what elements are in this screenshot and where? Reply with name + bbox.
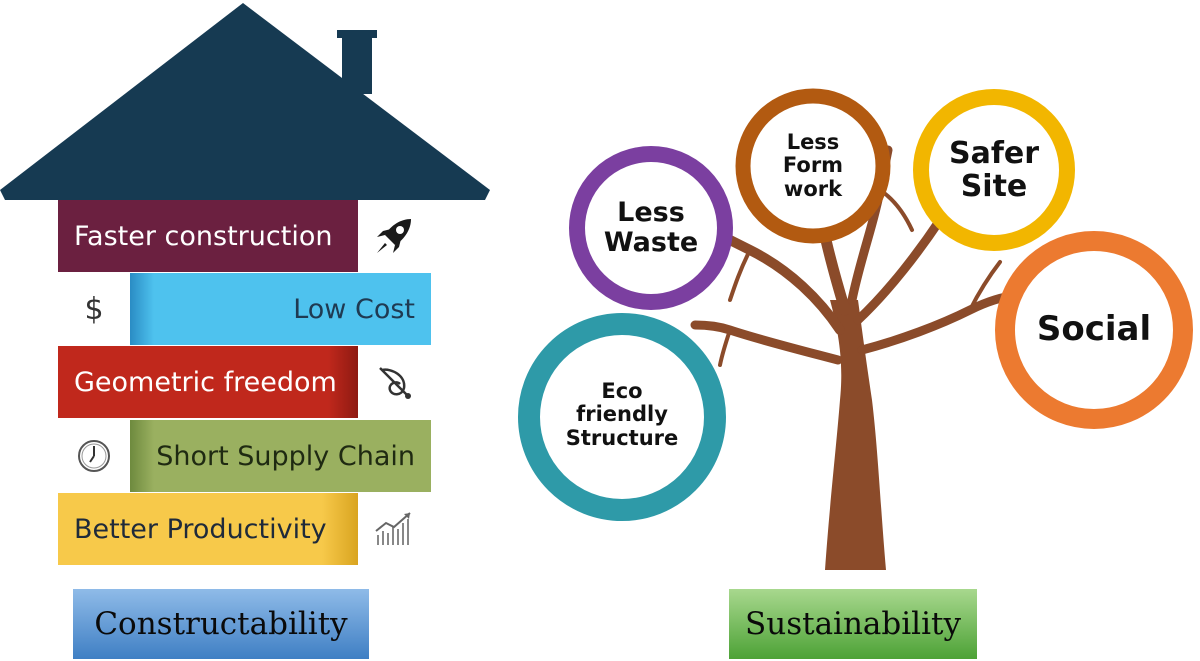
- rocket-icon: [358, 200, 430, 272]
- band-label: Short Supply Chain: [156, 440, 415, 472]
- band-label: Better Productivity: [74, 513, 327, 545]
- circle-social: [995, 231, 1193, 429]
- circle-safer-site: [913, 89, 1075, 251]
- caption-sustainability: Sustainability: [729, 589, 977, 659]
- caption-label: Sustainability: [745, 606, 961, 642]
- circle-label: Less Waste: [603, 197, 699, 258]
- band-label: Faster construction: [74, 220, 333, 252]
- circle-label: Eco friendly Structure: [565, 379, 679, 450]
- circle-label: Social: [1036, 309, 1152, 350]
- band-faster-construction: Faster construction: [58, 200, 358, 272]
- dollar-symbol: $: [84, 291, 104, 327]
- band-label: Low Cost: [293, 293, 415, 325]
- band-better-productivity: Better Productivity: [58, 493, 358, 565]
- dollar-icon: $: [58, 273, 130, 345]
- clock-icon: [58, 420, 130, 492]
- circle-less-waste: [569, 146, 733, 310]
- bar-chart-icon: [358, 493, 430, 565]
- caption-constructability: Constructability: [73, 589, 369, 659]
- caption-label: Constructability: [94, 606, 348, 642]
- curve-tool-icon: [358, 346, 430, 418]
- band-low-cost: Low Cost: [130, 273, 431, 345]
- circle-label: Less Form work: [782, 130, 844, 201]
- circle-less-form-work: [735, 88, 891, 244]
- circle-label: Safer Site: [948, 136, 1040, 204]
- circle-eco-friendly-structure: [518, 313, 726, 521]
- band-label: Geometric freedom: [74, 366, 337, 398]
- band-geometric-freedom: Geometric freedom: [58, 346, 358, 418]
- band-short-supply-chain: Short Supply Chain: [130, 420, 431, 492]
- house-roof: [0, 3, 490, 200]
